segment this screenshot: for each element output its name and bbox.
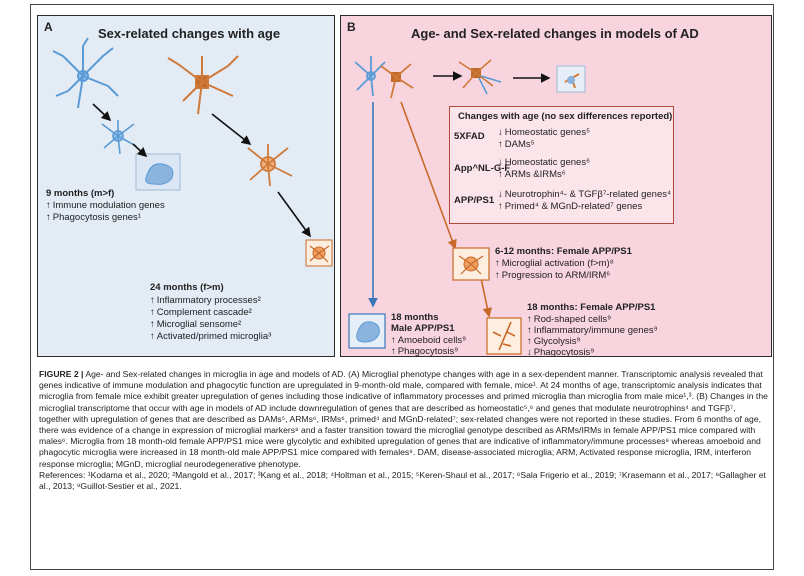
panel-a-title: Sex-related changes with age (98, 26, 281, 41)
twentyfour-months-item-3: Microglial sensome² (150, 319, 241, 330)
male-18-heading-2: Male APP/PS1 (391, 323, 455, 334)
model-app-ps1-up: Primed⁴ & MGnD-related⁷ genes (498, 201, 642, 212)
twentyfour-months-item-2: Complement cascade² (150, 307, 252, 318)
mixed-microglia-intermediate-icon (458, 59, 502, 95)
changes-box-heading: Changes with age (no sex differences rep… (458, 111, 673, 122)
nine-months-heading: 9 months (m>f) (46, 188, 115, 199)
model-app-ps1-name: APP/PS1 (454, 195, 495, 206)
panel-a: A Sex-related changes with age (37, 15, 335, 357)
panel-a-illustrations (52, 37, 333, 267)
female-6-12-heading: 6-12 months: Female APP/PS1 (495, 246, 632, 257)
female-6-12-item-1: Microglial activation (f>m)⁸ (495, 258, 614, 269)
female-18-item-3: Glycolysis⁹ (527, 336, 581, 347)
model-5xfad-name: 5XFAD (454, 131, 485, 142)
panel-b-title: Age- and Sex-related changes in models o… (411, 26, 699, 41)
male-18-heading-1: 18 months (391, 312, 439, 323)
caption-text: Age- and Sex-related changes in microgli… (39, 369, 768, 469)
changes-with-age-box: Changes with age (no sex differences rep… (449, 106, 674, 224)
male-18-item-2: Phagocytosis⁹ (391, 346, 459, 357)
twentyfour-months-item-4: Activated/primed microglia³ (150, 331, 272, 342)
model-5xfad-down: Homeostatic genes⁵ (498, 127, 590, 138)
amoeboid-microglia-blue-icon (135, 153, 181, 191)
model-app-ps1-down: Neurotrophin⁴- & TGFβ⁷-related genes⁴ (498, 189, 671, 200)
model-app-nlgf-name: App^NL-G-F (454, 163, 511, 174)
male-amoeboid-microglia-icon (348, 313, 386, 349)
ramified-microglia-blue-icon (52, 37, 119, 109)
female-18-heading: 18 months: Female APP/PS1 (527, 302, 656, 313)
female-18-item-1: Rod-shaped cells⁹ (527, 314, 611, 325)
model-app-nlgf-up: ARMs &IRMs⁶ (498, 169, 566, 180)
hypertrophic-microglia-orange-icon (247, 144, 293, 187)
primed-microglia-orange-icon (305, 239, 333, 267)
male-18-item-1: Amoeboid cells⁹ (391, 335, 467, 346)
caption-label: FIGURE 2 | (39, 369, 84, 379)
female-rod-microglia-icon (486, 317, 522, 355)
ramified-microglia-blue-small-icon (101, 120, 137, 155)
panel-b: B Age- and Sex-related changes in models… (340, 15, 772, 358)
model-5xfad-up: DAMs⁵ (498, 139, 535, 150)
female-18-item-2: Inflammatory/immune genes⁹ (527, 325, 658, 336)
figure: A Sex-related changes with age (30, 4, 774, 570)
twentyfour-months-item-1: Inflammatory processes² (150, 295, 261, 306)
female-6-12-item-2: Progression to ARM/IRM⁶ (495, 270, 610, 281)
panel-b-letter: B (347, 20, 356, 34)
female-activated-microglia-icon (452, 247, 490, 281)
figure-caption: FIGURE 2 | Age- and Sex-related changes … (39, 369, 769, 492)
twentyfour-months-heading: 24 months (f>m) (150, 282, 224, 293)
nine-months-item-1: Immune modulation genes (46, 200, 165, 211)
aged-microglia-small-icon (556, 65, 586, 93)
model-app-nlgf-down: Homeostatic genes⁶ (498, 157, 590, 168)
panel-b-illustrations (348, 56, 586, 355)
mixed-microglia-icon (354, 56, 414, 99)
ramified-microglia-orange-icon (167, 55, 239, 115)
panel-a-letter: A (44, 20, 53, 34)
caption-references: References: ¹Kodama et al., 2020; ²Mango… (39, 469, 766, 492)
female-18-item-4: Phagocytosis⁹ (527, 347, 595, 358)
nine-months-item-2: Phagocytosis genes¹ (46, 212, 141, 223)
